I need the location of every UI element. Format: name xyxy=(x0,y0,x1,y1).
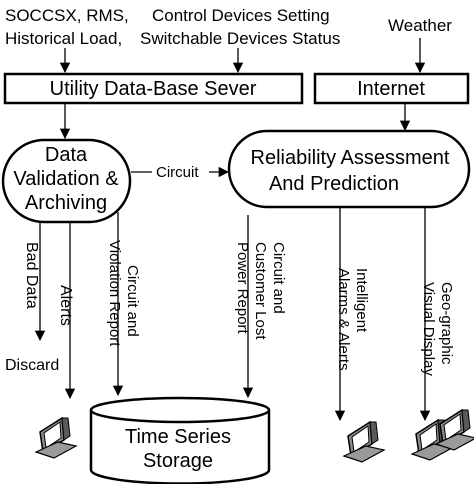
monitor-icon xyxy=(35,417,77,459)
storage-label-line-2: Storage xyxy=(143,450,213,472)
input-label-control-devices: Control Devices Setting xyxy=(152,6,330,25)
geo-display-label-line-2: Visual Display xyxy=(420,282,437,376)
alerts-label: Alerts xyxy=(57,285,74,326)
utility-database-server-box xyxy=(3,72,304,105)
reliability-label-line-1: Reliability Assessment xyxy=(251,147,450,169)
monitor-icon xyxy=(435,409,474,451)
utility-database-server-label: Utility Data-Base Sever xyxy=(50,78,257,100)
monitor-icon xyxy=(343,421,385,463)
geo-display-label-line-1: Geo-graphic xyxy=(438,282,455,365)
storage-label-line-1: Time Series xyxy=(125,426,231,448)
reliability-label-line-2: And Prediction xyxy=(269,173,399,195)
violation-report-label-line-2: Violation Report xyxy=(106,240,123,347)
data-validation-node xyxy=(1,138,132,224)
circuit-link-label: Circuit xyxy=(156,164,199,181)
time-series-storage-cylinder xyxy=(89,396,271,484)
reliability-assessment-node xyxy=(227,129,471,209)
input-label-weather: Weather xyxy=(388,16,452,35)
power-report-label-line-1: Circuit and xyxy=(270,242,287,314)
power-report-label-line-2: Customer Lost xyxy=(252,242,269,340)
input-label-historical-load: Historical Load, xyxy=(5,29,122,48)
violation-report-label-line-1: Circuit and xyxy=(124,265,141,337)
intelligent-alarms-label-line-1: Intelligent xyxy=(353,268,370,333)
power-report-label-line-3: Power Report xyxy=(234,242,251,335)
input-label-soccsx: SOCCSX, RMS, xyxy=(5,6,129,25)
internet-label: Internet xyxy=(357,78,425,100)
internet-box xyxy=(313,72,470,105)
validation-label-line-3: Archiving xyxy=(25,192,107,214)
validation-label-line-1: Data xyxy=(45,144,88,166)
validation-label-line-2: Validation & xyxy=(13,168,119,190)
input-label-switchable-devices: Switchable Devices Status xyxy=(140,29,340,48)
discard-label: Discard xyxy=(5,357,59,374)
bad-data-label: Bad Data xyxy=(23,242,40,309)
intelligent-alarms-label-line-2: Alarms & Alerts xyxy=(335,268,352,371)
